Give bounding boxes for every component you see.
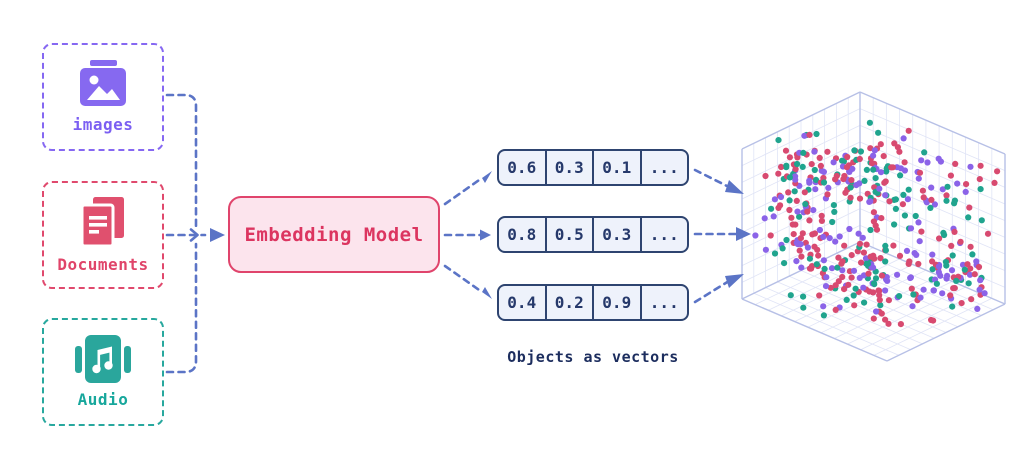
vector-cell: ... [649, 293, 679, 312]
embedding-model-box: Embedding Model [228, 196, 440, 273]
vector-cell: 0.2 [547, 286, 594, 319]
vector-row: 0.8 0.5 0.3 ... [497, 216, 689, 253]
vector-row: 0.4 0.2 0.9 ... [497, 284, 689, 321]
vector-cell: ... [649, 158, 679, 177]
image-icon [80, 60, 126, 106]
vector-cell: 0.3 [547, 151, 594, 184]
arrow-vector-1-to-plot [693, 168, 731, 189]
vector-cell: ... [649, 225, 679, 244]
arrow-vector-3-to-plot [693, 279, 731, 304]
vector-cell: 0.3 [594, 218, 642, 251]
vector-cell: 0.9 [594, 286, 642, 319]
embedding-model-label: Embedding Model [244, 223, 424, 246]
input-box-audio: Audio [42, 318, 164, 426]
vector-cell: 0.5 [547, 218, 594, 251]
arrow-model-to-vector-1 [443, 176, 484, 206]
embedding-scatter-points [752, 119, 1001, 328]
connector-arrows [165, 93, 738, 374]
arrow-audio-to-model [165, 242, 198, 374]
input-box-images: images [42, 43, 164, 151]
input-label-documents: Documents [57, 255, 149, 274]
arrow-images-to-model [165, 93, 198, 228]
input-label-images: images [72, 115, 134, 134]
merge-chevron [189, 228, 199, 242]
vector-cell: 0.6 [499, 151, 547, 184]
documents-icon [80, 197, 124, 248]
arrow-model-to-vector-3 [443, 264, 484, 294]
vector-row: 0.6 0.3 0.1 ... [497, 149, 689, 186]
audio-icon [75, 335, 131, 383]
vectors-caption: Objects as vectors [507, 348, 679, 366]
vector-cell: 0.4 [499, 286, 547, 319]
arrowheads [189, 171, 751, 299]
input-label-audio: Audio [77, 390, 129, 409]
arrowhead-into-model [210, 228, 225, 242]
input-box-documents: Documents [42, 181, 164, 289]
vector-cell: 0.8 [499, 218, 547, 251]
vector-cell: 0.1 [594, 151, 642, 184]
